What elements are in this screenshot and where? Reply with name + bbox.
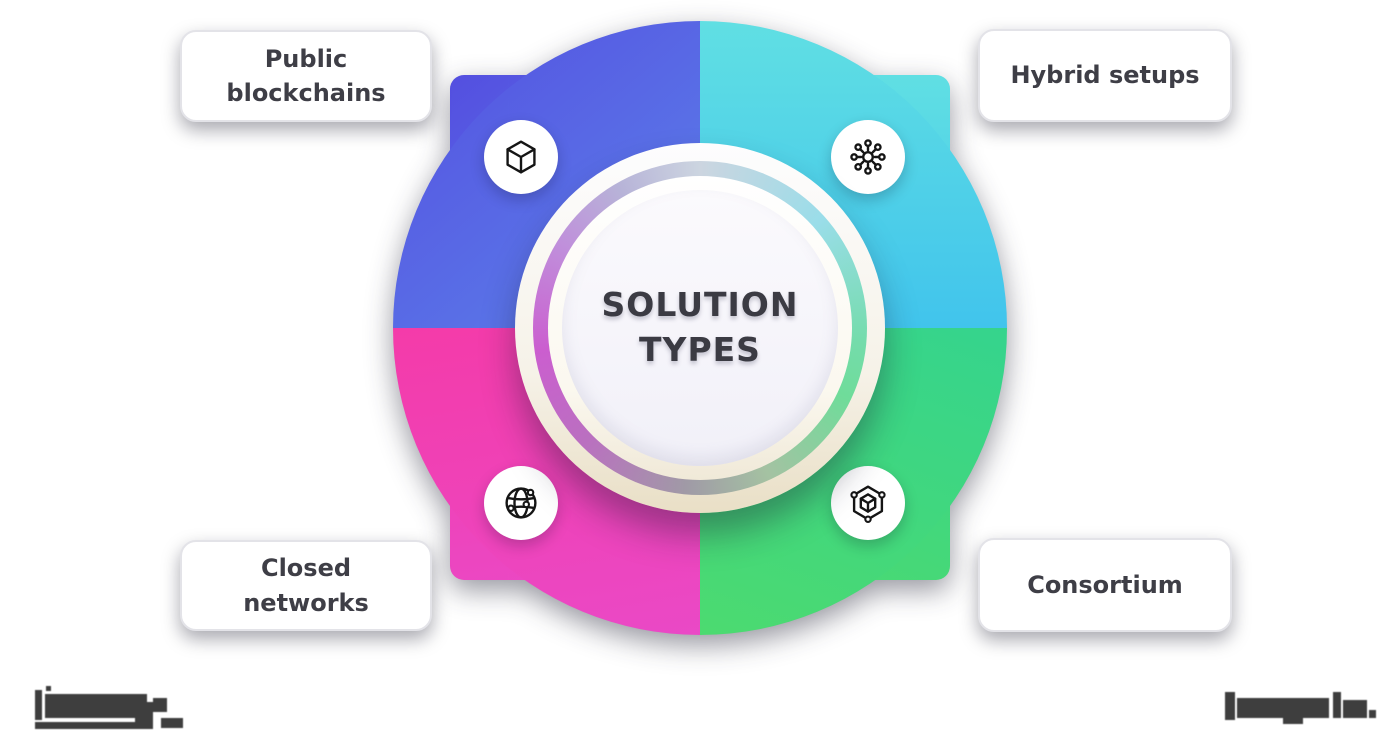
cube-hexagon-icon xyxy=(850,485,886,524)
center-gradient-ring: SOLUTION TYPES xyxy=(533,161,867,495)
consortium-icon-badge xyxy=(831,466,905,540)
network-hub-icon xyxy=(850,139,886,175)
label-consortium: Consortium xyxy=(1027,570,1183,599)
center-outer-ring: SOLUTION TYPES xyxy=(515,143,885,513)
label-box-hybrid-setups: Hybrid setups xyxy=(978,29,1232,122)
hybrid-setups-icon-badge xyxy=(831,120,905,194)
center-white-ring: SOLUTION TYPES xyxy=(548,176,852,480)
center-title: SOLUTION TYPES xyxy=(601,285,799,369)
closed-networks-icon-badge xyxy=(484,466,558,540)
cube-icon xyxy=(506,140,536,174)
label-box-public-blockchains: Public blockchains xyxy=(180,30,432,122)
public-blockchains-icon-badge xyxy=(484,120,558,194)
label-box-closed-networks: Closed networks xyxy=(180,540,432,631)
watermark-logo-right xyxy=(1225,686,1377,730)
globe-network-icon xyxy=(505,487,537,519)
center-circle: SOLUTION TYPES xyxy=(562,190,838,466)
watermark-logo-left xyxy=(35,678,203,734)
label-closed-networks: Closed networks xyxy=(243,554,369,617)
label-box-consortium: Consortium xyxy=(978,538,1232,632)
label-public-blockchains: Public blockchains xyxy=(226,44,386,107)
label-hybrid-setups: Hybrid setups xyxy=(1010,61,1200,90)
